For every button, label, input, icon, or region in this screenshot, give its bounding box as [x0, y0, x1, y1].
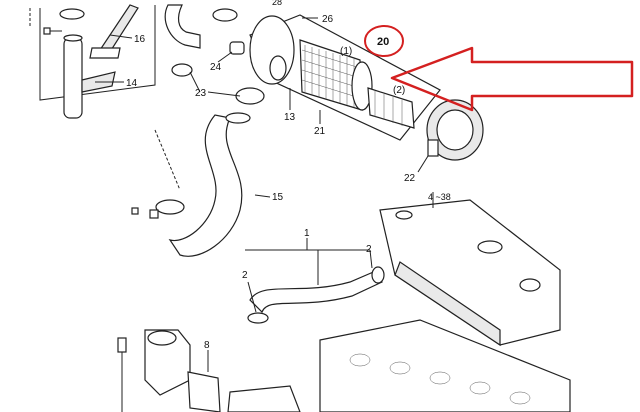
lower-block [227, 385, 301, 412]
hose-2 [247, 266, 385, 324]
assembly-outline [39, 5, 156, 101]
label-2-right: 2 [366, 244, 372, 255]
label-8: 8 [204, 340, 210, 351]
label-15: 15 [272, 192, 284, 203]
label-13: 13 [284, 112, 296, 123]
clamp-15 [131, 199, 185, 219]
label-1-paren: (1) [340, 46, 352, 57]
filter-element-1 [299, 39, 373, 111]
highlight-marker [364, 25, 634, 112]
gasket-8 [187, 371, 221, 412]
part-labels: 26 20 (1) (2) 16 14 24 23 13 21 22 15 4 … [126, 0, 451, 351]
fitting-24 [229, 41, 245, 55]
label-1: 1 [304, 228, 310, 239]
label-24: 24 [210, 62, 222, 73]
label-22: 22 [404, 173, 416, 184]
valve-cover [379, 199, 561, 347]
clamp-13 [269, 55, 287, 81]
clamp-23-b [235, 87, 265, 105]
label-14: 14 [126, 78, 138, 89]
hose-top [164, 4, 201, 49]
clamp-23-a [171, 63, 193, 77]
highlight-circle [364, 25, 404, 57]
cylinder-head [319, 319, 571, 412]
hose-15 [168, 112, 251, 257]
clamp-top-26 [212, 8, 238, 22]
filter-element-2 [367, 87, 415, 129]
thermostat-housing [117, 329, 191, 412]
highlight-arrow [390, 46, 634, 112]
label-2-left: 2 [242, 270, 248, 281]
bracket-16 [89, 4, 139, 59]
label-26: 26 [322, 14, 334, 25]
label-16: 16 [134, 34, 146, 45]
label-2-paren: (2) [393, 85, 405, 96]
label-20: 20 [377, 36, 389, 48]
bolt-top-left [43, 27, 62, 35]
clamp-top [59, 8, 85, 20]
label-4-38: 4 ~38 [428, 192, 451, 202]
label-21: 21 [314, 126, 326, 137]
label-23: 23 [195, 88, 207, 99]
label-28: 28 [272, 0, 282, 7]
leader-lines [95, 17, 434, 372]
leader-dashed-lines [29, 8, 181, 191]
